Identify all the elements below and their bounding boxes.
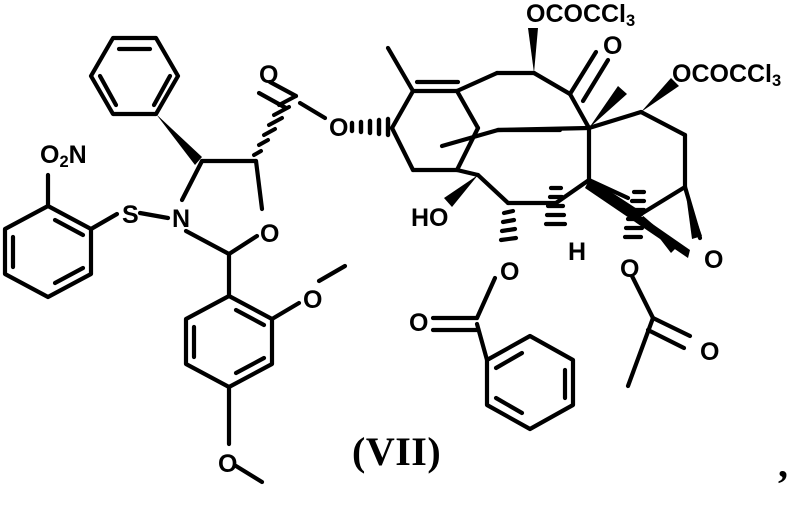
atom-label-ring-junction-h: H bbox=[568, 238, 587, 266]
c8-methyl-wedge bbox=[589, 86, 627, 128]
atom-label-sulfur: S bbox=[122, 201, 139, 229]
oxazolidine-ring bbox=[179, 158, 265, 299]
atom-label-trichloroacetate-right: OCOCCl3 bbox=[672, 60, 782, 91]
h-hash-bond bbox=[543, 185, 568, 227]
atom-label-ester-link-o: O bbox=[329, 114, 349, 142]
c2-hydroxyl-wedge bbox=[444, 175, 478, 207]
phenyl-wedge-bond bbox=[156, 114, 202, 165]
atom-label-acetate-o-link: O bbox=[620, 255, 640, 283]
atom-label-acetate-c-o: O bbox=[700, 338, 720, 366]
atom-label-c2-hydroxyl: HO bbox=[411, 204, 449, 232]
acetate-ester bbox=[625, 273, 693, 389]
atom-label-nitro: O2N bbox=[40, 141, 87, 172]
benzoate-ester bbox=[430, 275, 576, 432]
c10-trichloroacetate-wedge bbox=[528, 28, 538, 73]
atom-label-trichloroacetate-top: OCOCCl3 bbox=[526, 0, 636, 31]
ester-carbonyl-double-bond bbox=[256, 79, 299, 111]
ester-co-bond bbox=[297, 100, 328, 121]
trailing-comma: , bbox=[778, 441, 788, 486]
acetate-hash-bond bbox=[622, 189, 647, 240]
atom-label-methoxy-o-4: O bbox=[218, 450, 238, 478]
taxane-b-ring bbox=[454, 70, 592, 206]
formula-label: (VII) bbox=[352, 429, 442, 474]
taxane-a-ring bbox=[385, 45, 481, 173]
atom-label-ring-nitrogen: N bbox=[172, 205, 191, 233]
c7-trichloroacetate-wedge bbox=[641, 78, 679, 112]
atom-label-ester-carbonyl-o: O bbox=[259, 61, 279, 89]
ketone-double-bond bbox=[567, 49, 611, 104]
atom-label-oxetane-o: O bbox=[704, 246, 724, 274]
dimethoxyphenyl-group bbox=[183, 263, 348, 485]
c13-ester-hash-bond bbox=[349, 116, 391, 138]
atom-label-benzoate-o-link: O bbox=[500, 258, 520, 286]
sulfur-nitrogen-bond bbox=[137, 210, 171, 221]
nitrophenylthio-group bbox=[2, 172, 120, 300]
atom-label-oxazolidine-o: O bbox=[260, 220, 280, 248]
atom-label-benzoate-c-o: O bbox=[409, 309, 429, 337]
oxetane-wedge-a bbox=[685, 187, 702, 239]
atom-label-methoxy-o-2: O bbox=[303, 286, 323, 314]
atom-label-ketone-o: O bbox=[603, 32, 623, 60]
benzoate-hash-bond bbox=[498, 208, 519, 243]
